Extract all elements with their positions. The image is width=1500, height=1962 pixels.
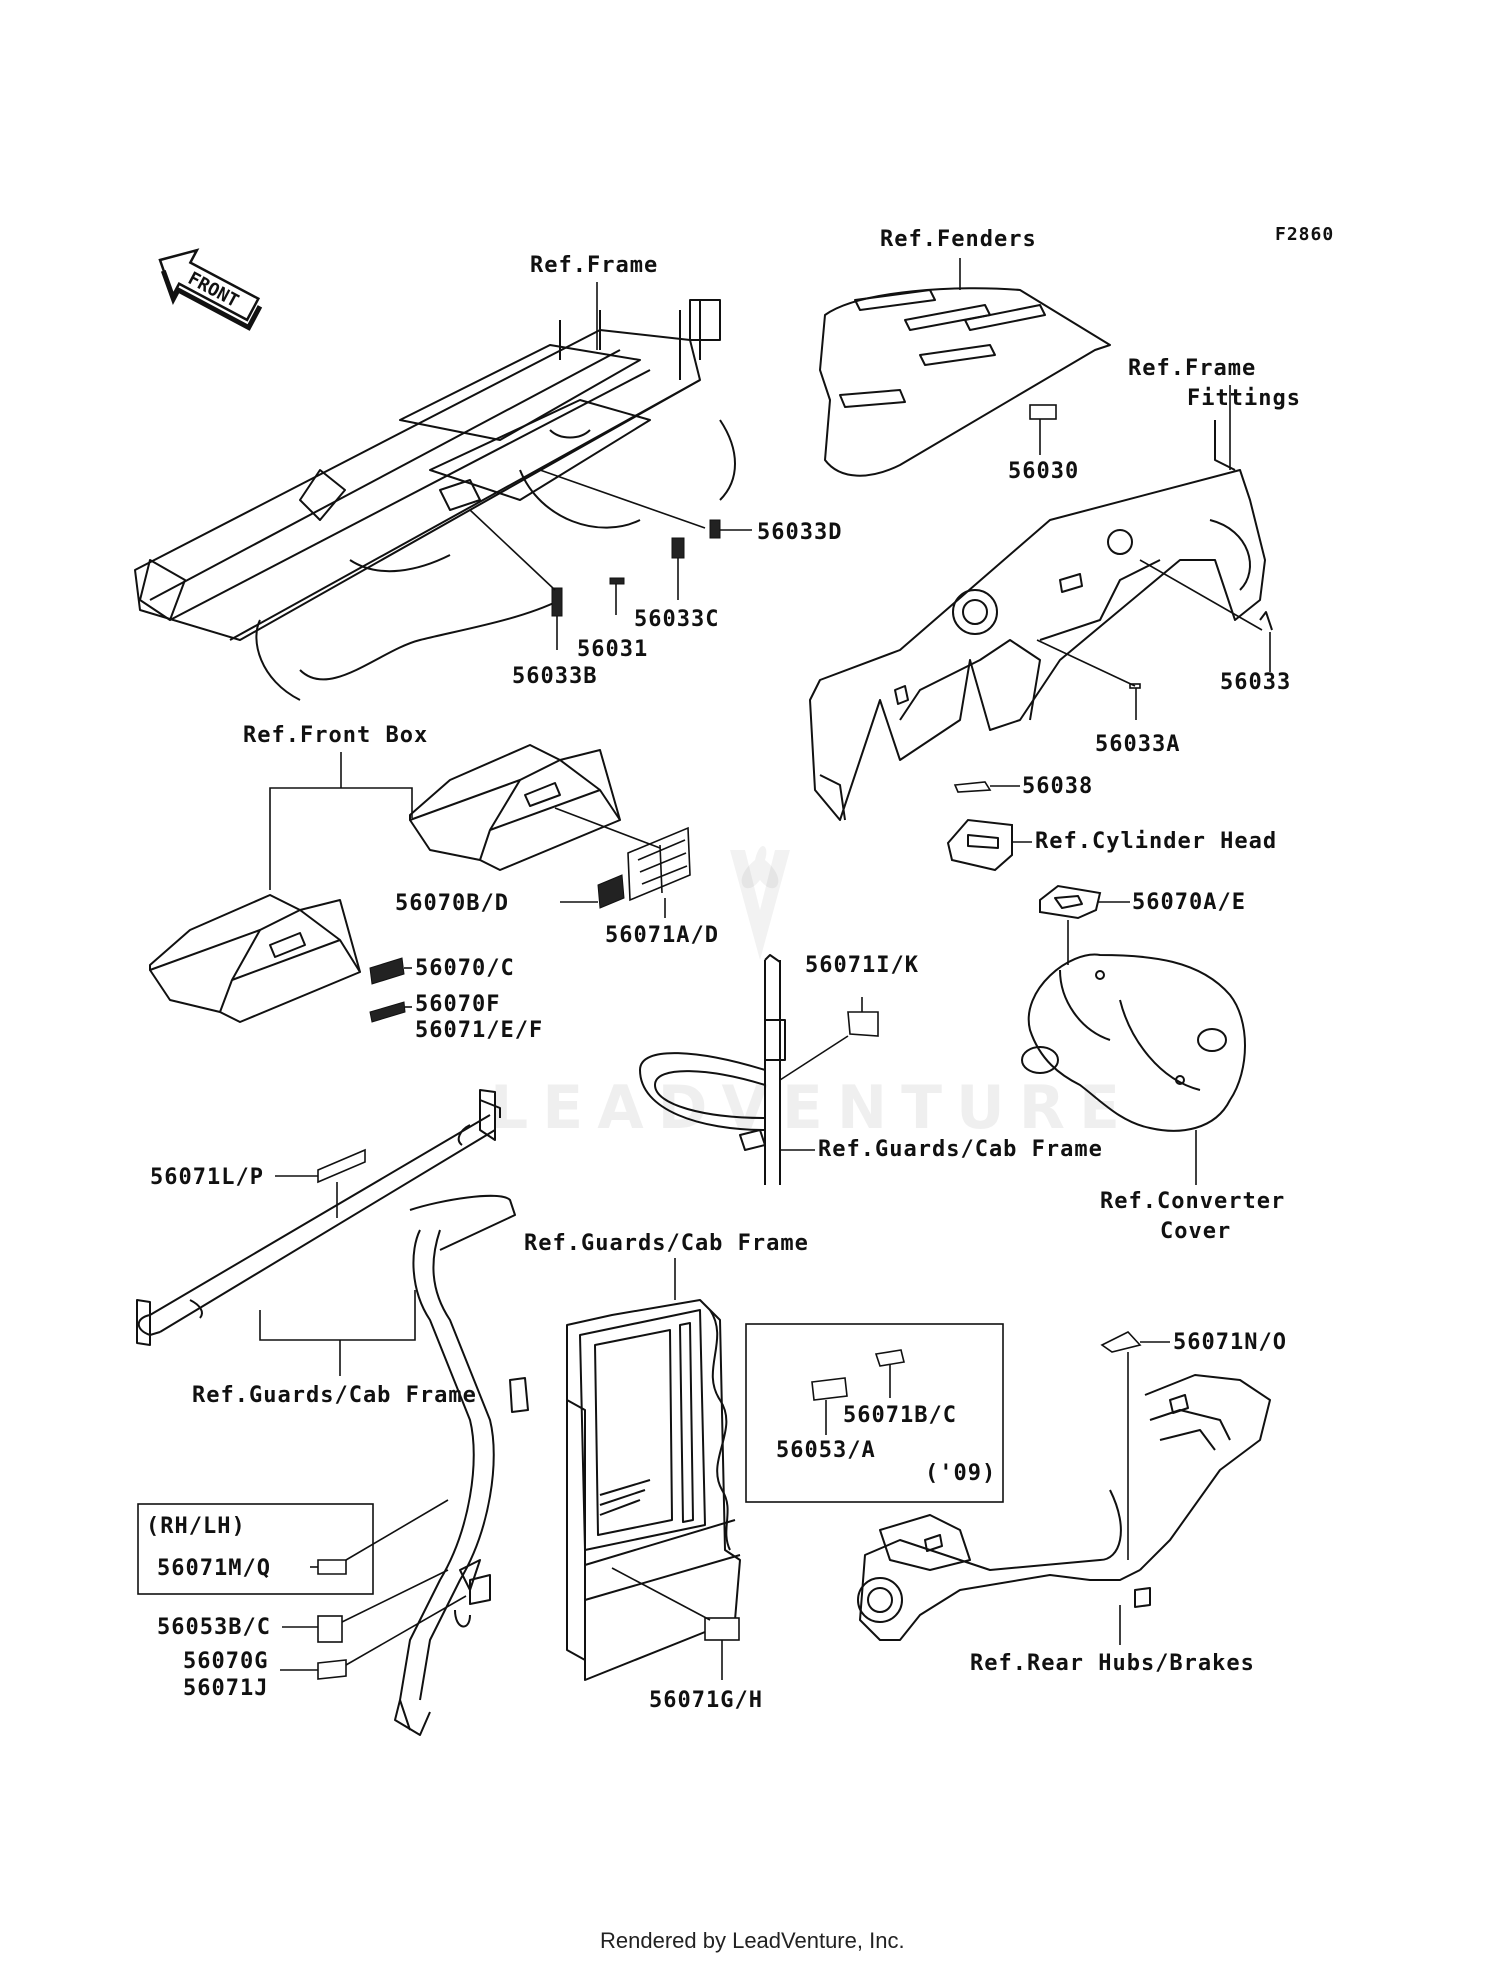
part-56071mq-label: 56071M/Q (157, 1556, 271, 1581)
guards-center-illustration (639, 954, 786, 1185)
ref-frame-fittings-label-1: Ref.Frame (1128, 356, 1256, 381)
leadventure-watermark: LEADVENTURE (490, 846, 1134, 1143)
part-56038-label: 56038 (1022, 774, 1093, 799)
side-guard-illustration (394, 1194, 529, 1736)
ref-fenders-label: Ref.Fenders (880, 227, 1037, 252)
watermark-text: LEADVENTURE (490, 1073, 1134, 1143)
part-56070ae-label: 56070A/E (1132, 890, 1246, 915)
ref-converter-cover-label-2: Cover (1160, 1219, 1231, 1244)
rear-hubs-brakes-illustration (857, 1374, 1271, 1641)
front-arrow-icon: FRONT (158, 248, 263, 331)
decal-56030 (1029, 404, 1057, 420)
frame-fittings-illustration (809, 420, 1266, 821)
part-56070f-label: 56070F (415, 992, 500, 1017)
decal-56070f (369, 1001, 406, 1023)
ref-converter-cover-label-1: Ref.Converter (1100, 1189, 1285, 1214)
ref-rear-hubs-brakes-label: Ref.Rear Hubs/Brakes (970, 1651, 1255, 1676)
frame-illustration (134, 299, 736, 701)
part-56030-label: 56030 (1008, 459, 1079, 484)
year-09-box (745, 1323, 1004, 1503)
part-56053a-label: 56053/A (776, 1438, 876, 1463)
door-illustration (566, 1299, 741, 1681)
part-56071no-label: 56071N/O (1173, 1330, 1287, 1355)
decal-56033 (1259, 611, 1273, 631)
part-56071gh-label: 56071G/H (649, 1688, 763, 1713)
part-56033b-label: 56033B (512, 664, 597, 689)
decal-56070g-56071j (317, 1659, 347, 1680)
part-56031-label: 56031 (577, 637, 648, 662)
part-56033-label: 56033 (1220, 670, 1291, 695)
figure-code: F2860 (1275, 224, 1334, 245)
rh-lh-note: (RH/LH) (146, 1514, 246, 1539)
year-09-note: ('09) (925, 1461, 996, 1486)
ref-frame-label: Ref.Frame (530, 253, 658, 278)
footer-credit: Rendered by LeadVenture, Inc. (600, 1928, 905, 1953)
ref-guards-cab-frame-label-2: Ref.Guards/Cab Frame (524, 1231, 809, 1256)
front-box-bracket (269, 787, 413, 890)
decal-56031 (609, 577, 625, 585)
decal-56071no (1100, 1331, 1142, 1353)
part-56071ef-label: 56071/E/F (415, 1018, 543, 1043)
decal-56070bd (597, 874, 625, 909)
decal-56071ad (627, 826, 691, 902)
front-box-upper-illustration (409, 744, 621, 871)
rh-lh-box (137, 1503, 374, 1595)
decal-56071mq (317, 1559, 347, 1575)
cross-bar-illustration (136, 1089, 501, 1346)
ref-cylinder-head-label: Ref.Cylinder Head (1035, 829, 1277, 854)
fenders-illustration (819, 287, 1111, 477)
ref-guards-cab-frame-label-3: Ref.Guards/Cab Frame (192, 1383, 477, 1408)
cylinder-head-decal-illustration (946, 818, 1013, 872)
part-56071lp-label: 56071L/P (150, 1165, 264, 1190)
decal-56071ik (847, 1011, 879, 1037)
part-56070g-label: 56070G (183, 1649, 268, 1674)
converter-cover-illustration (1021, 953, 1246, 1132)
decal-56053a (811, 1377, 848, 1401)
decal-56033b (551, 587, 563, 617)
part-56070c-label: 56070/C (415, 956, 515, 981)
part-56071bc-label: 56071B/C (843, 1403, 957, 1428)
part-56033d-label: 56033D (757, 520, 842, 545)
decal-56070c (369, 957, 405, 985)
decal-56071bc (874, 1349, 905, 1367)
decal-56071lp (317, 1148, 366, 1184)
ref-guards-cab-frame-label-1: Ref.Guards/Cab Frame (818, 1137, 1103, 1162)
decal-56038 (953, 781, 992, 793)
part-56071ad-label: 56071A/D (605, 923, 719, 948)
ref-front-box-label: Ref.Front Box (243, 723, 428, 748)
decal-56053bc (317, 1615, 343, 1643)
part-56033a-label: 56033A (1095, 732, 1180, 757)
front-box-lower-illustration (149, 894, 361, 1023)
decal-56070ae (1039, 884, 1102, 920)
part-56071ik-label: 56071I/K (805, 953, 919, 978)
part-56071j-label: 56071J (183, 1676, 268, 1701)
part-56033c-label: 56033C (634, 607, 719, 632)
part-56053bc-label: 56053B/C (157, 1615, 271, 1640)
decal-56033d (709, 519, 721, 539)
part-56070bd-label: 56070B/D (395, 891, 509, 916)
decal-56071gh (704, 1617, 740, 1641)
guards-bracket (259, 1290, 416, 1341)
ref-frame-fittings-label-2: Fittings (1187, 386, 1301, 411)
decal-56033c (671, 537, 685, 559)
